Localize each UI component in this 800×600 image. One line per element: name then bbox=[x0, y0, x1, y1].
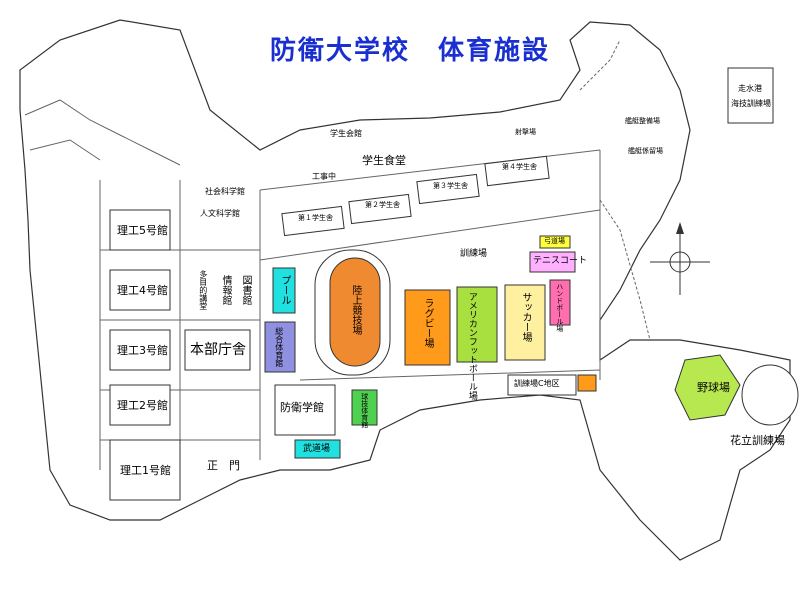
riko4-label: 理工4号館 bbox=[117, 284, 168, 297]
koji-label: 工事中 bbox=[312, 172, 336, 181]
archery-range bbox=[539, 235, 571, 249]
east-road bbox=[579, 39, 651, 341]
pool bbox=[272, 267, 296, 314]
baseball-label: 野球場 bbox=[697, 381, 730, 394]
ballgame-gym-label: 球技体育館 bbox=[360, 393, 369, 428]
hut-label: 射撃場 bbox=[515, 128, 536, 136]
harbor-label: 走水港 bbox=[738, 84, 762, 93]
hanatate-field bbox=[741, 364, 799, 426]
budo-hall bbox=[294, 439, 341, 459]
campus-boundary bbox=[19, 19, 791, 561]
riko3-label: 理工3号館 bbox=[117, 344, 168, 357]
handball-court bbox=[549, 279, 571, 326]
dorm-3 bbox=[416, 173, 480, 205]
training-c bbox=[507, 374, 577, 396]
football-label: アメリカンフットボール場 bbox=[466, 292, 477, 400]
east-label-2: 艦艇整備場 bbox=[625, 117, 660, 125]
small-hut bbox=[577, 374, 597, 392]
budo-label: 武道場 bbox=[303, 444, 331, 454]
training-label: 訓練場 bbox=[460, 249, 488, 259]
tennis-label: テニスコート bbox=[533, 256, 588, 266]
training-c-label: 訓練場C地区 bbox=[514, 379, 560, 388]
track-label: 陸上競技場 bbox=[350, 285, 361, 335]
soccer-label: サッカー場 bbox=[520, 292, 531, 342]
joho-label: 情報館 bbox=[220, 275, 231, 305]
track-field bbox=[329, 257, 381, 367]
riko2-building bbox=[109, 384, 171, 426]
hanatate-label: 花立訓練場 bbox=[730, 434, 785, 447]
honbu-label: 本部庁舎 bbox=[190, 342, 246, 358]
rugby-field bbox=[404, 289, 451, 366]
riko4-building bbox=[109, 269, 171, 311]
honbu-building bbox=[184, 329, 251, 371]
dorm2-label: 第２学生舎 bbox=[365, 201, 400, 209]
baseball-field bbox=[674, 354, 741, 421]
dorm3-label: 第３学生舎 bbox=[433, 182, 468, 190]
pool-label: プール bbox=[279, 275, 290, 305]
boei-label: 防衛学館 bbox=[280, 401, 324, 414]
gym-label: 総合体育館 bbox=[274, 327, 284, 367]
east-label: 艦艇係留場 bbox=[628, 147, 663, 155]
riko2-label: 理工2号館 bbox=[117, 399, 168, 412]
hill-path bbox=[24, 99, 181, 166]
tamokuteki-label: 多目的講堂 bbox=[198, 270, 208, 310]
tennis-court bbox=[529, 251, 576, 273]
jinbun-label: 人文科学館 bbox=[200, 209, 240, 218]
archery-label: 弓道場 bbox=[544, 237, 565, 245]
riko5-building bbox=[109, 209, 171, 251]
seimon-label: 正 門 bbox=[207, 459, 240, 472]
page-title: 防衛大学校 体育施設 bbox=[269, 36, 550, 66]
dorm-1 bbox=[281, 205, 345, 237]
dorm-4 bbox=[484, 155, 550, 187]
rugby-label: ラグビー場 bbox=[422, 298, 433, 348]
gakusei-kaikan-label: 学生会館 bbox=[330, 129, 362, 138]
harbor-box bbox=[727, 67, 774, 124]
ballgame-gym bbox=[351, 389, 378, 426]
tosho-label: 図書館 bbox=[240, 275, 251, 305]
handball-label: ハンドボール場 bbox=[555, 283, 564, 332]
gakusei-shokudo-label: 学生食堂 bbox=[362, 154, 406, 167]
riko1-label: 理工1号館 bbox=[120, 464, 171, 477]
boei-building bbox=[274, 384, 336, 436]
main-road bbox=[99, 149, 601, 470]
harbor-label-2: 海技訓練場 bbox=[731, 99, 771, 108]
riko1-building bbox=[109, 439, 181, 501]
dorm4-label: 第４学生舎 bbox=[502, 163, 537, 171]
dorm-2 bbox=[348, 193, 412, 225]
football-field bbox=[456, 286, 498, 363]
general-gym bbox=[264, 321, 296, 373]
soccer-field bbox=[504, 284, 546, 361]
dorm1-label: 第１学生舎 bbox=[298, 214, 333, 222]
riko5-label: 理工5号館 bbox=[117, 224, 168, 237]
riko3-building bbox=[109, 329, 171, 371]
shakai-label: 社会科学館 bbox=[205, 187, 245, 196]
compass bbox=[650, 222, 710, 295]
